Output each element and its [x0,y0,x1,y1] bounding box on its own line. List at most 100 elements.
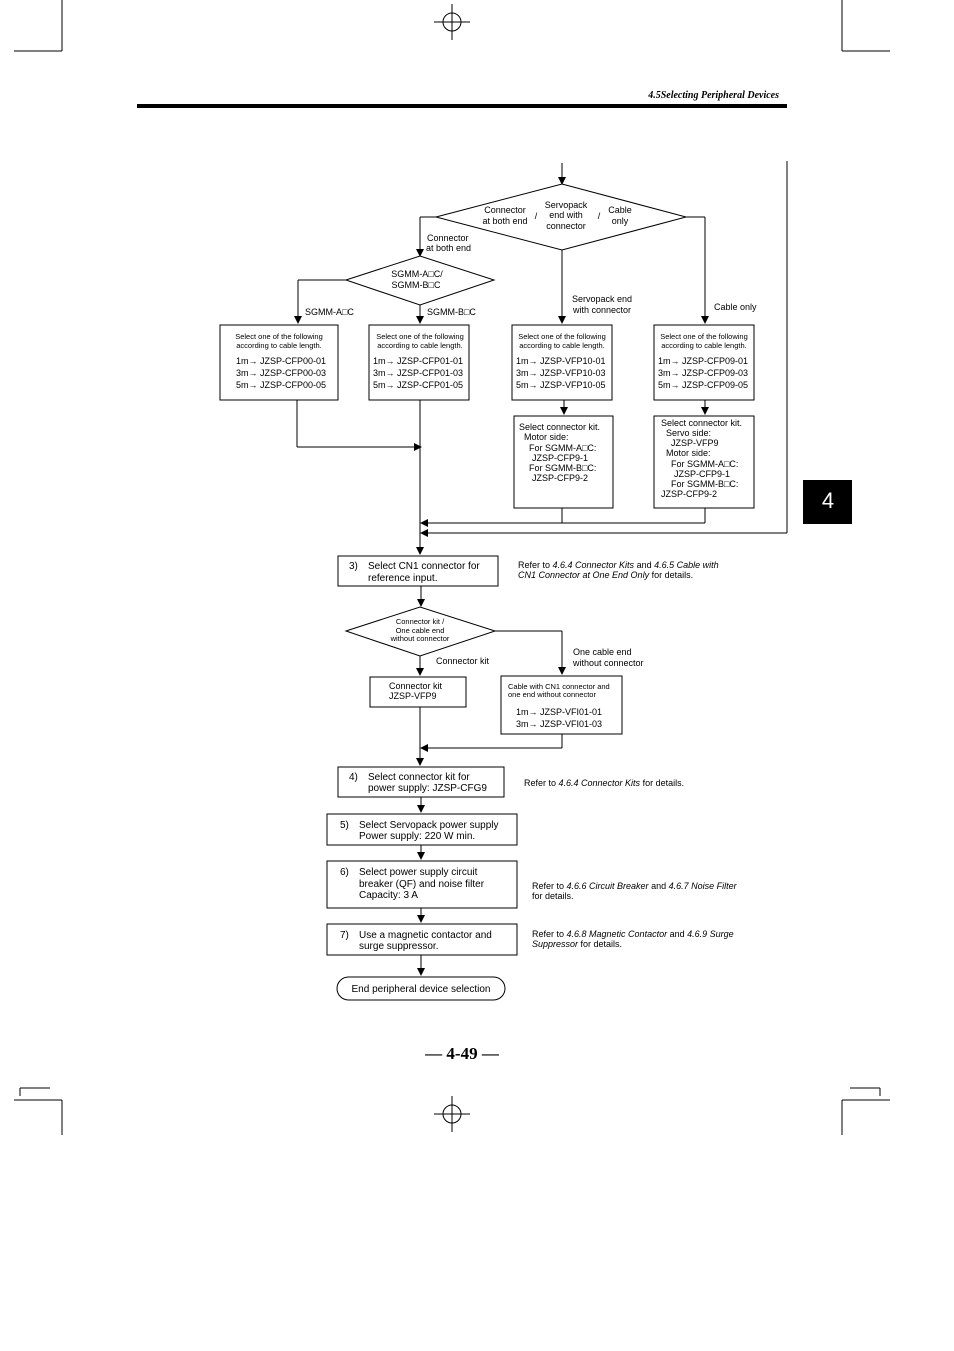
decision-option-servo-end-line2: end with [549,210,583,220]
ref-link: 4.6.4 Connector Kits [559,778,641,788]
ref-text: and [649,881,669,891]
ref-text: Refer to [532,881,567,891]
branch-label-both-end: Connector [427,233,469,243]
kit-line: For SGMM-B□C: [671,479,738,489]
decision-option-both-end-line2: at both end [482,216,527,226]
cn1-decision [344,606,497,657]
cable-type-decision [434,183,688,251]
ref-link: 4.6.5 Cable with [654,560,719,570]
cn1-decision-line1: Connector kit / [396,617,445,626]
cable-option: 3m→ JZSP-VFP10-03 [516,368,606,378]
kit-line: JZSP-CFP9-2 [532,473,588,483]
header-rule [137,104,787,108]
end-terminator [336,976,506,1001]
ref-text: Refer to [524,778,559,788]
branch-label-servo-end: Servopack end [572,294,632,304]
step-7-box: 7) Use a magnetic contactor and surge su… [326,923,518,956]
cn1-decision-line2: One cable end [396,626,445,635]
cn1-cable-box: Cable with CN1 connector and one end wit… [500,675,623,735]
cable-box-heading: Cable with CN1 connector and [508,682,610,691]
decision-option-servo-end-line3: connector [546,221,586,231]
ref-link: Suppressor [532,939,579,949]
cable-option: 3m→ JZSP-CFP09-03 [658,368,748,378]
ref-text: Refer to [518,560,553,570]
cable-box-cfp01: Select one of the following according to… [368,324,470,401]
step-text: reference input. [368,573,438,584]
step-3-reference: Refer to 4.6.4 Connector Kits and 4.6.5 … [518,560,719,570]
step-text: Select Servopack power supply [359,820,499,831]
kit-line: Connector kit [389,681,443,691]
cable-box-cfp09: Select one of the following according to… [653,324,755,401]
step-number: 3) [349,561,358,572]
step-6-box: 6) Select power supply circuit breaker (… [326,860,518,909]
cn1-decision-line3: without connector [390,634,450,643]
branch-label-one-cable-end-line2: without connector [572,658,644,668]
cable-box-heading: according to cable length. [661,341,746,350]
cable-option: 1m→ JZSP-CFP09-01 [658,356,748,366]
decision-option-servo-end: Servopack [545,200,588,210]
ref-text: Refer to [532,929,567,939]
ref-text: for details. [649,570,693,580]
ref-text: and [634,560,654,570]
step-text: breaker (QF) and noise filter [359,879,485,890]
step-6-reference-line2: for details. [532,891,574,901]
decision-option-cable-only: Cable [608,205,632,215]
step-text: Power supply: 220 W min. [359,831,475,842]
kit-line: Select connector kit. [661,418,742,428]
cable-box-heading: Select one of the following [660,332,748,341]
kit-line: JZSP-VFP9 [671,438,719,448]
step-text: power supply: JZSP-CFG9 [368,783,487,794]
connector-kit-box-cable-only: Select connector kit. Servo side: JZSP-V… [653,415,755,509]
cable-box-heading: Select one of the following [518,332,606,341]
registration-mark-top [434,4,470,40]
step-5-box: 5) Select Servopack power supply Power s… [326,813,518,846]
connector-kit-vfp9-box: Connector kit JZSP-VFP9 [369,676,467,708]
kit-line: JZSP-CFP9-1 [532,453,588,463]
chapter-tab-number: 4 [822,488,834,513]
step-text: Select power supply circuit [359,867,478,878]
end-label: End peripheral device selection [352,984,491,995]
connector-kit-box-servo-end: Select connector kit. Motor side: For SG… [513,415,614,509]
step-text: surge suppressor. [359,941,439,952]
step-6-reference: Refer to 4.6.6 Circuit Breaker and 4.6.7… [532,881,738,891]
cable-box-vfp10: Select one of the following according to… [511,324,613,401]
crop-marks [14,0,890,1135]
step-3-reference-line2: CN1 Connector at One End Only for detail… [518,570,693,580]
cable-option: 5m→ JZSP-CFP01-05 [373,380,463,390]
step-7-reference: Refer to 4.6.8 Magnetic Contactor and 4.… [532,929,734,939]
ref-text: for details. [640,778,684,788]
cable-option: 1m→ JZSP-VFI01-01 [516,707,602,717]
kit-line: JZSP-CFP9-1 [674,469,730,479]
step-text: Capacity: 3 A [359,890,418,901]
step-number: 7) [340,930,349,941]
step-number: 4) [349,772,358,783]
step-4-box: 4) Select connector kit for power supply… [337,766,505,798]
cable-option: 3m→ JZSP-CFP00-03 [236,368,326,378]
ref-link: 4.6.8 Magnetic Contactor [567,929,669,939]
step-number: 5) [340,820,349,831]
branch-label-sgmm-b: SGMM-B□C [427,307,476,317]
step-text: Select CN1 connector for [368,561,480,572]
cable-option: 3m→ JZSP-CFP01-03 [373,368,463,378]
step-text: Use a magnetic contactor and [359,930,492,941]
ref-link: 4.6.4 Connector Kits [553,560,635,570]
step-4-reference: Refer to 4.6.4 Connector Kits for detail… [524,778,684,788]
cable-box-heading: according to cable length. [519,341,604,350]
ref-link: 4.6.6 Circuit Breaker [567,881,650,891]
chapter-tab [803,480,852,524]
ref-link: CN1 Connector at One End Only [518,570,650,580]
kit-line: Motor side: [666,448,711,458]
cable-box-heading: according to cable length. [236,341,321,350]
step-text: Select connector kit for [368,772,470,783]
cable-option: 1m→ JZSP-VFP10-01 [516,356,606,366]
decision-option-both-end: Connector [484,205,526,215]
branch-label-sgmm-a: SGMM-A□C [305,307,354,317]
cable-box-heading: according to cable length. [377,341,462,350]
cable-box-heading: Select one of the following [235,332,323,341]
motor-model-decision-line2: SGMM-B□C [392,280,441,290]
branch-label-servo-end-line2: with connector [572,305,631,315]
cable-box-heading: Select one of the following [376,332,464,341]
kit-line: For SGMM-A□C: [529,443,596,453]
cable-option: 5m→ JZSP-CFP00-05 [236,380,326,390]
